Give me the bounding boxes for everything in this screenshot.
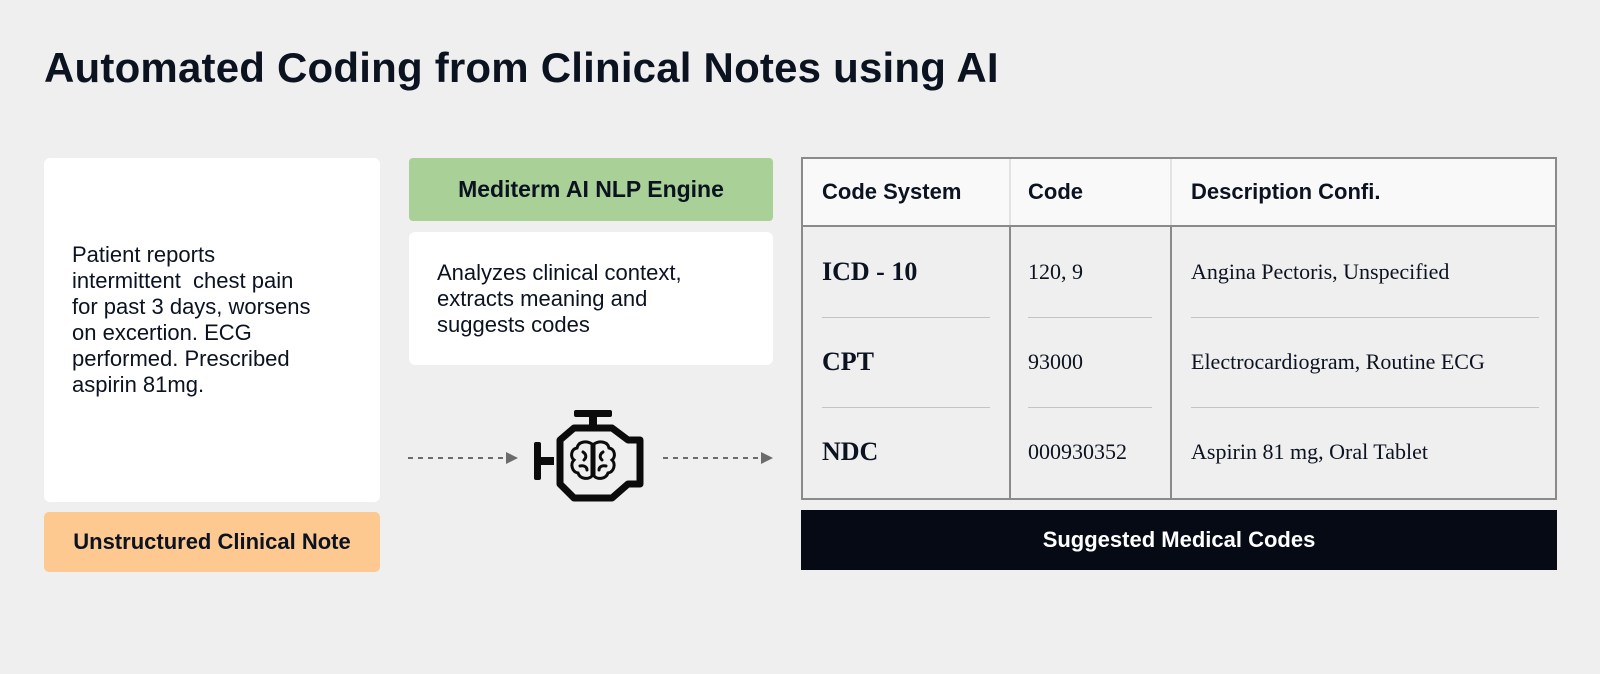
engine-brain-icon — [534, 410, 644, 502]
engine-description: Analyzes clinical context, extracts mean… — [409, 232, 773, 365]
arrow-right-icon — [663, 452, 773, 464]
table-row-system: ICD - 10 — [822, 257, 918, 286]
table-row-code: 000930352 — [1028, 439, 1127, 464]
table-row-description: Aspirin 81 mg, Oral Tablet — [1191, 439, 1428, 464]
table-row-code: 120, 9 — [1028, 259, 1083, 284]
header-code: Code — [1028, 179, 1083, 204]
table-row-system: CPT — [822, 347, 874, 376]
engine-description-text: Analyzes clinical context, extracts mean… — [437, 260, 682, 337]
clinical-note-text: Patient reports intermittent chest pain … — [72, 242, 311, 397]
table-row-description: Electrocardiogram, Routine ECG — [1191, 349, 1485, 374]
header-description: Description Confi. — [1191, 179, 1381, 204]
clinical-note-card: Patient reports intermittent chest pain … — [44, 158, 380, 502]
page-title: Automated Coding from Clinical Notes usi… — [44, 44, 999, 91]
codes-table: Code System Code Description Confi. ICD … — [801, 157, 1557, 500]
arrow-right-icon — [408, 452, 518, 464]
table-row-code: 93000 — [1028, 349, 1083, 374]
table-row-system: NDC — [822, 437, 879, 466]
table-header: Code System Code Description Confi. — [803, 159, 1555, 227]
suggested-codes-label: Suggested Medical Codes — [801, 510, 1557, 570]
engine-title: Mediterm AI NLP Engine — [409, 158, 773, 221]
table-row-description: Angina Pectoris, Unspecified — [1191, 259, 1450, 284]
clinical-note-label: Unstructured Clinical Note — [44, 512, 380, 572]
header-code-system: Code System — [822, 179, 962, 204]
